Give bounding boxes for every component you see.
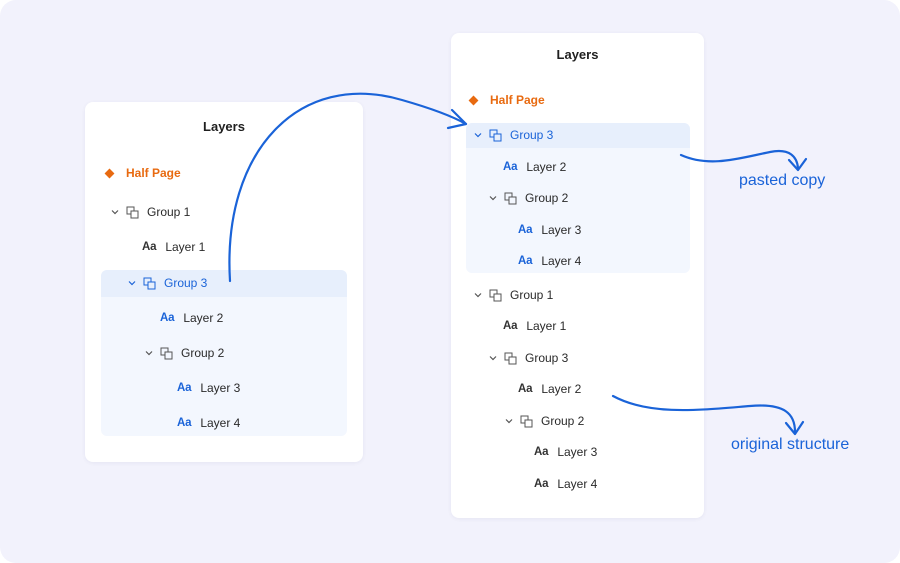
layer-label: Layer 3 [557,445,598,459]
layer-row-layer-4[interactable]: Aa Layer 4 [177,413,240,433]
layers-panel-left: Layers Half Page Group 1 Aa Layer 1 Grou… [85,102,363,462]
layer-label: Layer 3 [200,381,241,395]
chevron-down-icon[interactable] [143,347,155,359]
group-icon [504,192,517,204]
layer-row-layer-2[interactable]: Aa Layer 2 [160,308,223,328]
layer-label: Layer 3 [541,223,582,237]
layer-row-layer-4[interactable]: Aa Layer 4 [534,474,597,494]
layer-label: Layer 4 [200,416,241,430]
layer-row-group-2[interactable]: Group 2 [487,188,568,208]
chevron-down-icon[interactable] [487,352,499,364]
page-label: Half Page [490,93,545,107]
layer-row-group-2[interactable]: Group 2 [143,343,224,363]
chevron-down-icon[interactable] [503,415,515,427]
layer-row-layer-2[interactable]: Aa Layer 2 [503,157,566,177]
chevron-down-icon[interactable] [126,277,138,289]
pasted-arrowhead [787,157,808,172]
layer-label: Group 2 [541,414,585,428]
group-icon [126,206,139,218]
chevron-down-icon[interactable] [472,289,484,301]
original-arrowhead [784,420,805,436]
layer-label: Group 3 [164,276,208,290]
group-icon [489,289,502,301]
layer-row-layer-2[interactable]: Aa Layer 2 [518,379,581,399]
group-icon [520,415,533,427]
text-layer-icon: Aa [518,255,533,267]
chevron-down-icon[interactable] [487,192,499,204]
layer-row-group-2[interactable]: Group 2 [503,411,584,431]
page-label: Half Page [126,166,181,180]
selection-block [466,123,690,273]
group-icon [504,352,517,364]
text-layer-icon: Aa [518,383,533,395]
layer-label: Layer 1 [165,240,206,254]
layer-row-layer-4[interactable]: Aa Layer 4 [518,251,581,271]
group-icon [489,129,502,141]
callout-pasted-copy: pasted copy [739,172,826,189]
copy-arrow [228,92,468,283]
selected-row-highlight [466,123,690,148]
group-icon [160,347,173,359]
pasted-arrow [679,149,800,170]
layer-row-layer-3[interactable]: Aa Layer 3 [518,220,581,240]
text-layer-icon: Aa [534,446,549,458]
layer-label: Layer 2 [541,382,582,396]
text-layer-icon: Aa [503,161,518,173]
layer-row-layer-1[interactable]: Aa Layer 1 [142,237,205,257]
panel-title: Layers [556,47,599,62]
panel-title: Layers [203,119,245,134]
group-icon [143,277,156,289]
layer-label: Layer 1 [526,319,567,333]
selected-row-highlight [101,270,347,297]
layer-label: Layer 4 [541,254,582,268]
text-layer-icon: Aa [503,320,518,332]
layer-label: Layer 2 [183,311,224,325]
text-layer-icon: Aa [177,417,192,429]
copy-arrowhead [446,108,468,130]
layer-label: Layer 4 [557,477,598,491]
layer-row-group-3[interactable]: Group 3 [487,348,568,368]
layer-row-layer-1[interactable]: Aa Layer 1 [503,316,566,336]
layer-row-layer-3[interactable]: Aa Layer 3 [177,378,240,398]
layer-label: Group 2 [525,191,569,205]
layer-label: Group 1 [510,288,554,302]
layers-panel-right: Layers Half Page Group 3 Aa Layer 2 Grou… [451,33,704,518]
layer-row-layer-3[interactable]: Aa Layer 3 [534,442,597,462]
text-layer-icon: Aa [177,382,192,394]
chevron-down-icon[interactable] [472,129,484,141]
layer-row-group-3[interactable]: Group 3 [126,273,207,293]
text-layer-icon: Aa [534,478,549,490]
layer-label: Group 3 [525,351,569,365]
original-arrow [611,394,797,434]
page-item-half-page[interactable]: Half Page [468,93,545,107]
text-layer-icon: Aa [160,312,175,324]
layer-label: Group 2 [181,346,225,360]
layer-row-group-1[interactable]: Group 1 [472,285,553,305]
page-item-half-page[interactable]: Half Page [104,166,181,180]
layer-row-group-1[interactable]: Group 1 [109,202,190,222]
text-layer-icon: Aa [518,224,533,236]
layer-label: Group 1 [147,205,191,219]
layer-row-group-3[interactable]: Group 3 [472,125,553,145]
layer-label: Group 3 [510,128,554,142]
chevron-down-icon[interactable] [109,206,121,218]
layer-label: Layer 2 [526,160,567,174]
text-layer-icon: Aa [142,241,157,253]
callout-original-structure: original structure [731,436,850,453]
selection-block [101,270,347,436]
